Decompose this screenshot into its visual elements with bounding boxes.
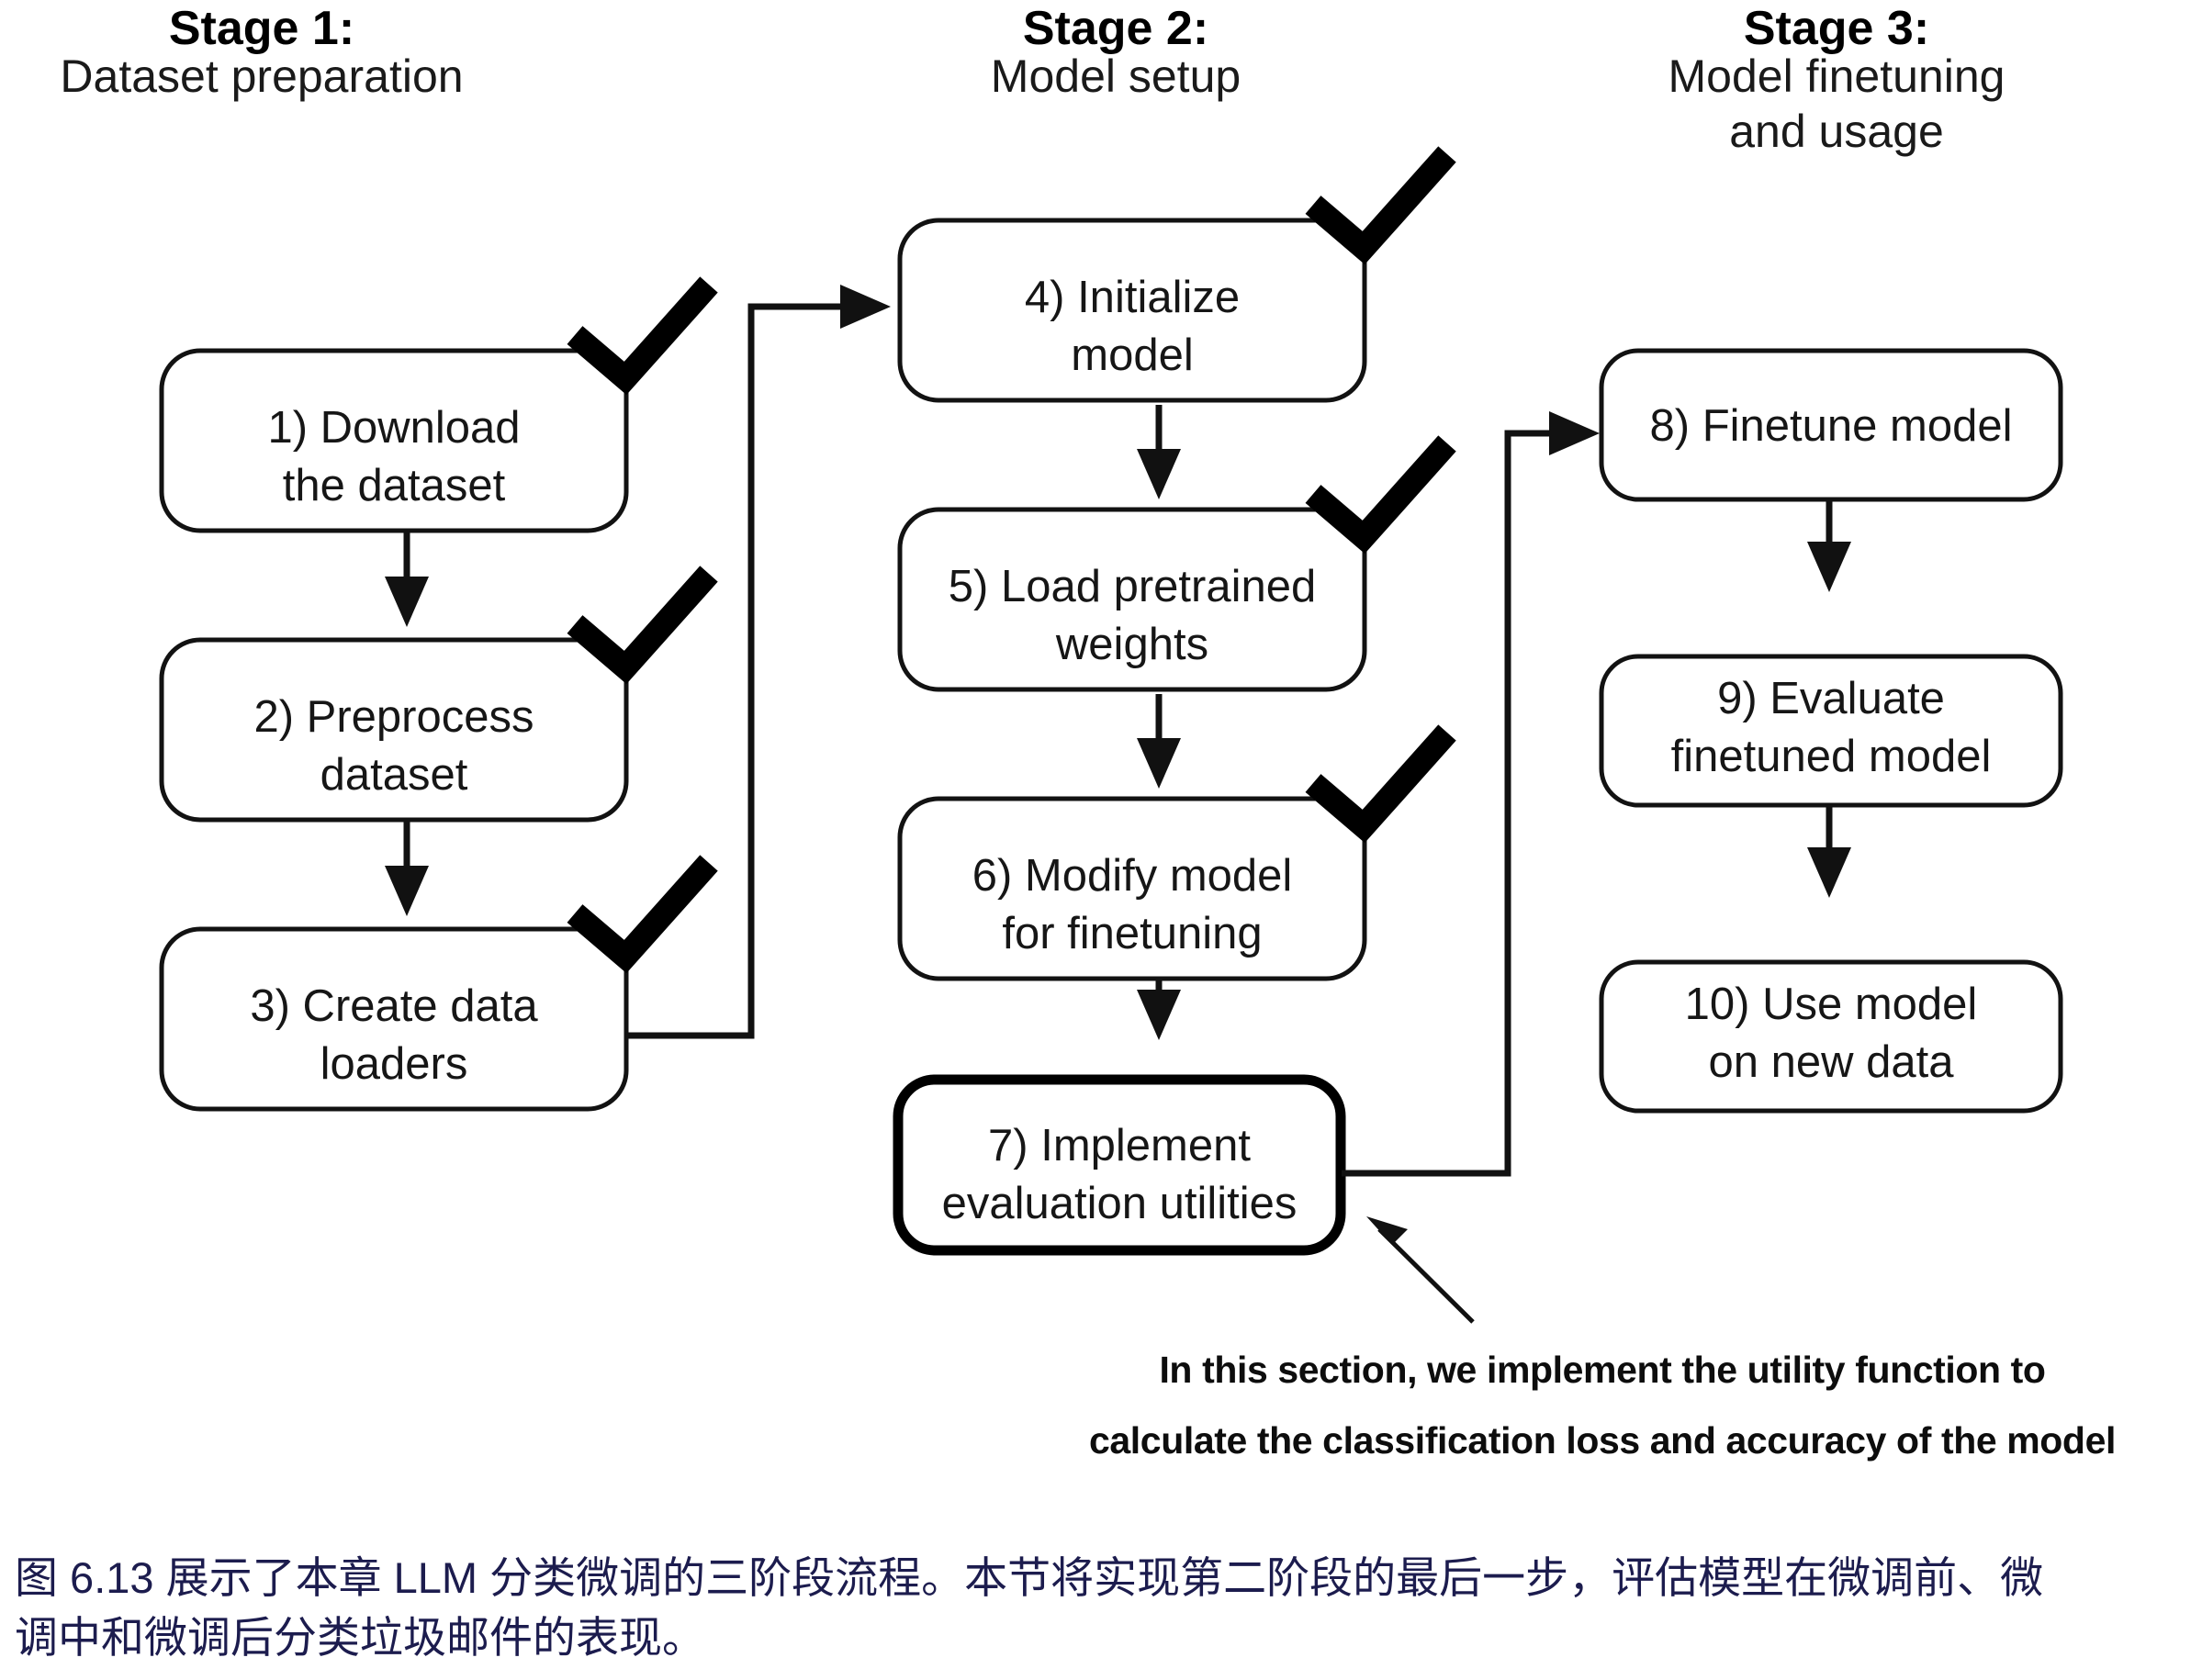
node-10[interactable]: 10) Use model on new data: [1599, 959, 2063, 1114]
node-8-box[interactable]: [1599, 348, 2063, 502]
annotation-line1: In this section, we implement the utilit…: [1159, 1349, 2045, 1391]
node-2-box[interactable]: [159, 637, 629, 823]
annotation-pointer: [1366, 1216, 1475, 1324]
check-icon: [567, 855, 718, 974]
check-icon: [1305, 724, 1456, 844]
stage-1-title: Stage 1:: [169, 2, 354, 55]
node-2-label-line1: 2) Preprocess: [253, 692, 534, 742]
node-3-box[interactable]: [159, 926, 629, 1112]
stage-3-subtitle-line2: and usage: [1729, 106, 1944, 157]
node-5-box[interactable]: [897, 507, 1367, 692]
stage-2-subtitle: Model setup: [991, 50, 1241, 102]
node-9-label-line1: 9) Evaluate: [1717, 674, 1945, 723]
stage-3-subtitle: Model finetuning: [1668, 50, 2005, 102]
arrow-node5-to-node6: [1137, 694, 1181, 789]
stage-1-subtitle: Dataset preparation: [60, 50, 463, 102]
stage-3-header: Stage 3: Model finetuning and usage: [1668, 2, 2005, 157]
check-icon: [1305, 146, 1456, 265]
caption-line2: 调中和微调后分类垃圾邮件的表现。: [15, 1613, 705, 1662]
node-5-label-line2: weights: [1055, 620, 1208, 669]
node-4-label-line1: 4) Initialize: [1025, 273, 1240, 322]
node-1-label-line2: the dataset: [283, 461, 506, 510]
figure-caption: 图 6.13 展示了本章 LLM 分类微调的三阶段流程。本节将实现第二阶段的最后…: [15, 1553, 2043, 1662]
node-9-label-line2: finetuned model: [1671, 732, 1992, 781]
node-3[interactable]: 3) Create data loaders: [159, 855, 718, 1112]
node-10-label-line2: on new data: [1709, 1037, 1955, 1087]
annotation-note: In this section, we implement the utilit…: [1089, 1349, 2116, 1462]
node-3-label-line2: loaders: [320, 1039, 468, 1089]
node-1-label-line1: 1) Download: [267, 403, 520, 453]
node-7-box[interactable]: [893, 1074, 1346, 1256]
node-4-label-line2: model: [1071, 330, 1193, 380]
stage-2-title: Stage 2:: [1023, 2, 1208, 55]
node-5[interactable]: 5) Load pretrained weights: [897, 435, 1456, 692]
node-9-box[interactable]: [1599, 654, 2063, 808]
node-8[interactable]: 8) Finetune model: [1599, 348, 2063, 502]
arrow-node2-to-node3: [385, 822, 429, 916]
node-10-box[interactable]: [1599, 959, 2063, 1114]
node-7-label-line1: 7) Implement: [988, 1121, 1251, 1170]
node-1[interactable]: 1) Download the dataset: [159, 276, 718, 533]
node-1-box[interactable]: [159, 348, 629, 533]
node-4-box[interactable]: [897, 218, 1367, 403]
arrow-node1-to-node2: [385, 532, 429, 627]
check-icon: [567, 566, 718, 685]
caption-line1: 图 6.13 展示了本章 LLM 分类微调的三阶段流程。本节将实现第二阶段的最后…: [15, 1553, 2043, 1602]
node-4[interactable]: 4) Initialize model: [897, 146, 1456, 403]
node-7-label-line2: evaluation utilities: [942, 1179, 1298, 1228]
arrow-node4-to-node5: [1137, 405, 1181, 499]
node-6[interactable]: 6) Modify model for finetuning: [897, 724, 1456, 981]
node-5-label-line1: 5) Load pretrained: [949, 562, 1316, 611]
check-icon: [1305, 435, 1456, 554]
arrow-node8-to-node9: [1807, 498, 1851, 592]
node-10-label-line1: 10) Use model: [1685, 980, 1978, 1029]
stage-3-title: Stage 3:: [1744, 2, 1929, 55]
node-2-label-line2: dataset: [320, 750, 468, 800]
connector-stage2-to-stage3: [1342, 411, 1600, 1177]
node-2[interactable]: 2) Preprocess dataset: [159, 566, 718, 823]
arrow-node9-to-node10: [1807, 803, 1851, 898]
annotation-line2: calculate the classification loss and ac…: [1089, 1419, 2116, 1462]
node-7[interactable]: 7) Implement evaluation utilities: [893, 1074, 1346, 1256]
node-9[interactable]: 9) Evaluate finetuned model: [1599, 654, 2063, 808]
node-6-label-line2: for finetuning: [1002, 909, 1262, 958]
node-6-box[interactable]: [897, 796, 1367, 981]
node-6-label-line1: 6) Modify model: [972, 851, 1293, 901]
stage-1-header: Stage 1: Dataset preparation: [60, 2, 463, 102]
stage-2-header: Stage 2: Model setup: [991, 2, 1241, 102]
node-3-label-line1: 3) Create data: [250, 981, 538, 1031]
node-8-label-line1: 8) Finetune model: [1650, 401, 2013, 451]
connector-stage1-to-stage2: [627, 285, 891, 1039]
check-icon: [567, 276, 718, 396]
